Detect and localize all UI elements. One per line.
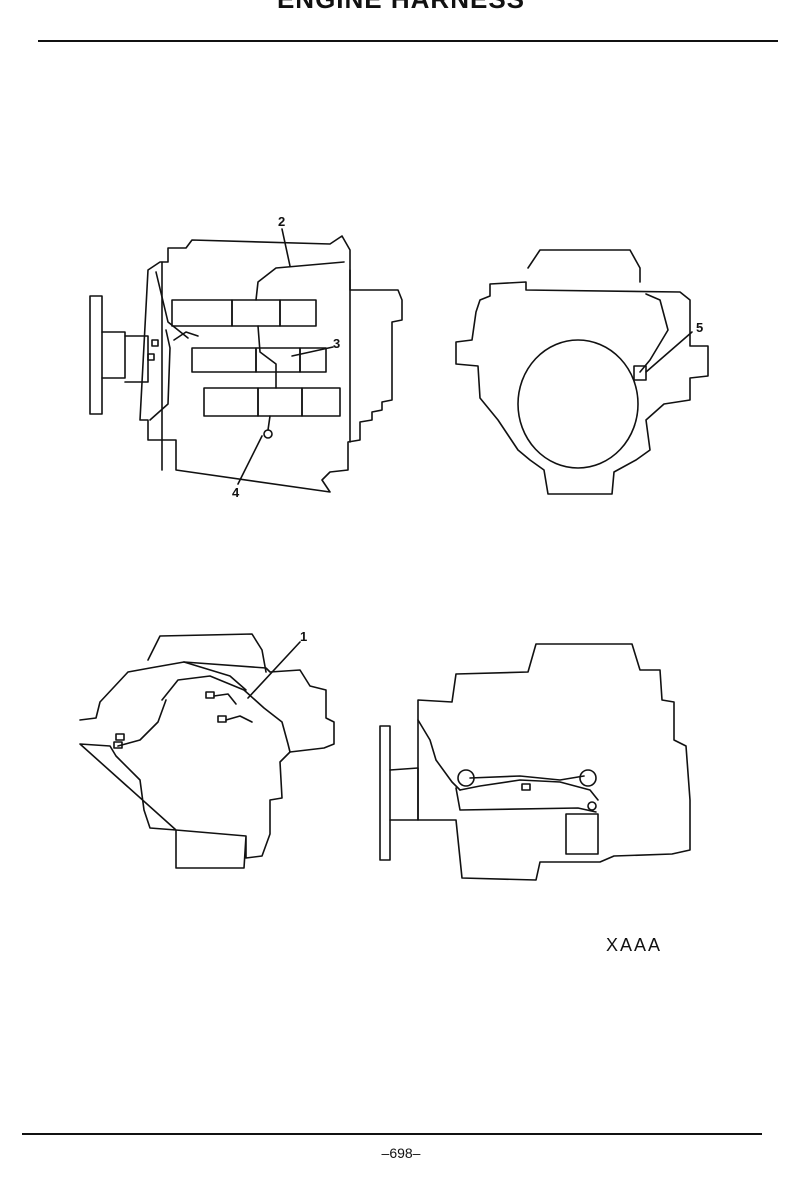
callout-1: 1 [300,629,308,644]
bottom-rule [22,1133,762,1135]
callout-3: 3 [333,336,341,351]
engine-view-bottom-right [379,643,691,881]
engine-view-top-right [455,249,709,495]
engine-view-top-left [89,228,403,493]
page-number: –698– [381,1145,421,1161]
callout-5: 5 [696,320,704,335]
page-title: ENGINE HARNESS [0,0,802,15]
engine-view-bottom-left [79,633,335,869]
callout-2: 2 [278,214,286,229]
top-rule [38,40,778,42]
reference-code: XAAA [606,935,663,955]
callout-4: 4 [232,485,240,500]
